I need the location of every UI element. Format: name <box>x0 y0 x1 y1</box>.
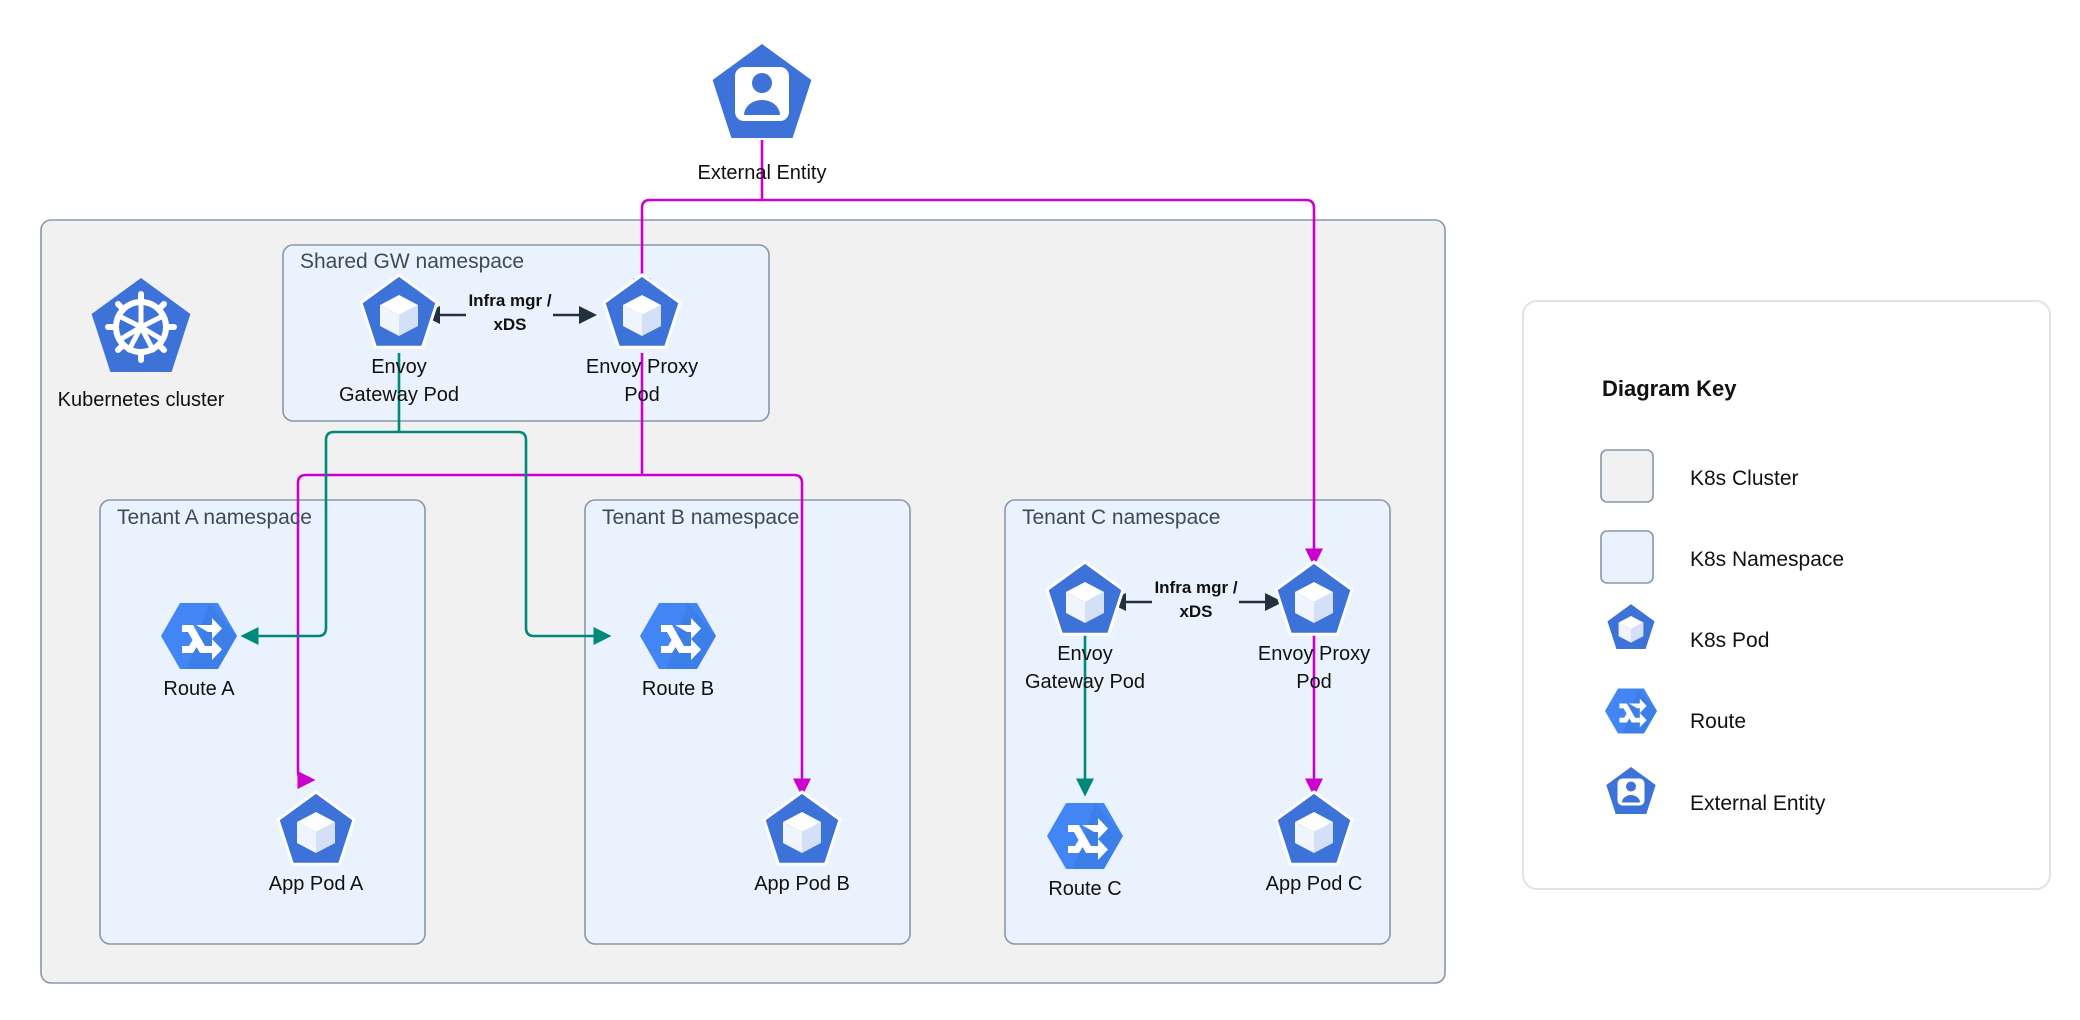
node-label-line1: Envoy Proxy <box>1258 643 1370 665</box>
node-envoy-gateway-pod-c: Envoy Gateway Pod <box>1025 560 1145 693</box>
cluster-swatch <box>1600 449 1654 503</box>
node-envoy-gateway-pod-shared: Envoy Gateway Pod <box>339 273 459 406</box>
route-icon <box>1605 688 1657 734</box>
legend-item-label: K8s Namespace <box>1690 548 1844 571</box>
node-label-line1: Route B <box>642 678 714 700</box>
node-label-line1: Envoy Proxy <box>586 356 698 378</box>
route-icon <box>161 603 237 669</box>
legend-item-label: Route <box>1690 710 1746 733</box>
node-label-line1: Route C <box>1048 878 1121 900</box>
namespace-tenant-b-label: Tenant B namespace <box>602 506 799 529</box>
diagram-key-title: Diagram Key <box>1602 376 1737 401</box>
edge-label-infra-shared-line1: Infra mgr / <box>468 291 551 310</box>
legend-item-external-entity: External Entity <box>1606 767 1826 815</box>
namespace-shared-gw-label: Shared GW namespace <box>300 250 524 273</box>
edge-label-infra-shared-line2: xDS <box>493 315 526 334</box>
kubernetes-wheel-icon <box>91 278 191 372</box>
legend-item-label: K8s Pod <box>1690 629 1769 652</box>
legend-item-label: K8s Cluster <box>1690 467 1799 490</box>
legend-item-route: Route <box>1605 688 1746 734</box>
legend-item-k8s-pod: K8s Pod <box>1605 601 1769 652</box>
node-app-pod-b: App Pod B <box>754 790 850 895</box>
diagram-key-panel: Diagram Key K8s Cluster K8s Namespace <box>1522 300 2051 890</box>
node-label-line1: Envoy <box>1057 643 1113 665</box>
route-icon <box>1047 803 1123 869</box>
namespace-tenant-a-label: Tenant A namespace <box>117 506 312 529</box>
external-entity-icon <box>1606 767 1656 814</box>
node-label-line1: Envoy <box>371 356 427 378</box>
k8s-pod-icon <box>602 273 682 349</box>
edge-gw-shared-to-route-a <box>240 430 399 646</box>
k8s-pod-icon <box>762 790 842 866</box>
node-label-line2: Gateway Pod <box>1025 671 1145 693</box>
node-label-line1: App Pod C <box>1266 873 1363 895</box>
node-app-pod-c: App Pod C <box>1266 790 1363 895</box>
k8s-pod-icon <box>359 273 439 349</box>
node-label-line2: Pod <box>1296 671 1332 693</box>
edge-external-to-proxy-c <box>762 198 1324 567</box>
node-envoy-proxy-pod-shared: Envoy Proxy Pod <box>586 273 698 406</box>
edge-gw-shared-to-route-b <box>399 430 612 646</box>
legend-item-k8s-cluster: K8s Cluster <box>1600 449 1799 503</box>
diagram-key-box <box>1522 300 2051 890</box>
node-label-line2: Pod <box>624 384 660 406</box>
node-route-a: Route A <box>161 603 237 700</box>
node-app-pod-a: App Pod A <box>269 790 364 895</box>
legend-item-label: External Entity <box>1690 792 1826 815</box>
kubernetes-cluster-node: Kubernetes cluster <box>58 278 225 411</box>
k8s-pod-icon <box>276 790 356 866</box>
kubernetes-cluster-label: Kubernetes cluster <box>58 389 225 411</box>
node-envoy-proxy-pod-c: Envoy Proxy Pod <box>1258 560 1370 693</box>
node-route-b: Route B <box>640 603 716 700</box>
node-route-c: Route C <box>1047 803 1123 900</box>
k8s-pod-icon <box>1274 560 1354 636</box>
legend-item-k8s-namespace: K8s Namespace <box>1600 530 1844 584</box>
node-label-line1: Route A <box>163 678 235 700</box>
node-label-line1: App Pod A <box>269 873 364 895</box>
external-entity-node: External Entity <box>698 44 827 184</box>
external-entity-label: External Entity <box>698 162 827 184</box>
namespace-tenant-c-label: Tenant C namespace <box>1022 506 1220 529</box>
k8s-pod-icon <box>1605 601 1657 651</box>
node-label-line1: App Pod B <box>754 873 850 895</box>
edge-proxy-shared-to-app-b <box>642 473 812 797</box>
edge-proxy-shared-to-app-a <box>296 473 642 790</box>
external-entity-icon <box>712 44 812 138</box>
node-label-line2: Gateway Pod <box>339 384 459 406</box>
route-icon <box>640 603 716 669</box>
namespace-swatch <box>1600 530 1654 584</box>
edge-label-infra-c-line2: xDS <box>1179 602 1212 621</box>
edge-label-infra-c-line1: Infra mgr / <box>1154 578 1237 597</box>
k8s-pod-icon <box>1274 790 1354 866</box>
k8s-pod-icon <box>1045 560 1125 636</box>
edge-external-to-proxy-shared <box>632 198 762 297</box>
